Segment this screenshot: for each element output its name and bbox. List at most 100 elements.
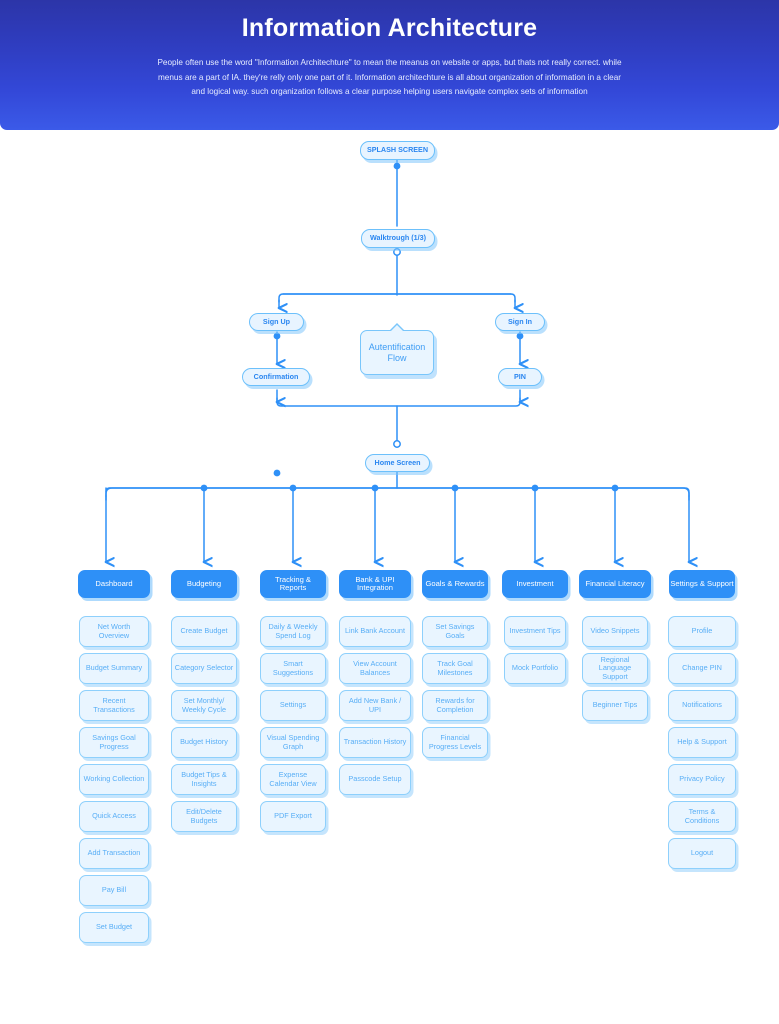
category-label: Dashboard [95, 578, 133, 588]
leaf-label: Add Transaction [87, 848, 141, 858]
leaf-set-savings-goals[interactable]: Set Savings Goals [422, 616, 488, 647]
leaf-label: Help & Support [677, 737, 727, 747]
node-label: Confirmation [253, 371, 299, 381]
node-label: PIN [514, 371, 526, 381]
leaf-label: Working Collection [83, 774, 145, 784]
node-pin[interactable]: PIN [498, 368, 542, 386]
leaf-label: Privacy Policy [679, 774, 725, 784]
leaf-pdf-export[interactable]: PDF Export [260, 801, 326, 832]
leaf-label: Add New Bank / UPI [348, 696, 402, 714]
leaf-expense-calendar-view[interactable]: Expense Calendar View [260, 764, 326, 795]
node-authentication-flow[interactable]: Autentification Flow [360, 325, 434, 375]
leaf-add-transaction[interactable]: Add Transaction [79, 838, 149, 869]
leaf-recent-transactions[interactable]: Recent Transactions [79, 690, 149, 721]
leaf-savings-goal-progress[interactable]: Savings Goal Progress [79, 727, 149, 758]
leaf-label: Financial Progress Levels [428, 733, 482, 751]
leaf-net-worth-overview[interactable]: Net Worth Overview [79, 616, 149, 647]
leaf-terms-conditions[interactable]: Terms & Conditions [668, 801, 736, 832]
category-financial-literacy[interactable]: Financial Literacy [579, 570, 651, 598]
leaf-label: Quick Access [92, 811, 136, 821]
category-label: Goals & Rewards [425, 578, 485, 588]
leaf-notifications[interactable]: Notifications [668, 690, 736, 721]
node-sign-up[interactable]: Sign Up [249, 313, 304, 331]
leaf-label: Beginner Tips [592, 700, 638, 710]
leaf-label: PDF Export [274, 811, 312, 821]
node-splash-screen[interactable]: SPLASH SCREEN [360, 141, 435, 160]
leaf-profile[interactable]: Profile [668, 616, 736, 647]
category-bank-upi-integration[interactable]: Bank & UPI Integration [339, 570, 411, 598]
leaf-beginner-tips[interactable]: Beginner Tips [582, 690, 648, 721]
leaf-smart-suggestions[interactable]: Smart Suggestions [260, 653, 326, 684]
leaf-quick-access[interactable]: Quick Access [79, 801, 149, 832]
node-sign-in[interactable]: Sign In [495, 313, 545, 331]
leaf-visual-spending-graph[interactable]: Visual Spending Graph [260, 727, 326, 758]
leaf-category-selector[interactable]: Category Selector [171, 653, 237, 684]
leaf-investment-tips[interactable]: Investment Tips [504, 616, 566, 647]
leaf-label: Net Worth Overview [97, 622, 131, 640]
leaf-rewards-for-completion[interactable]: Rewards for Completion [422, 690, 488, 721]
leaf-passcode-setup[interactable]: Passcode Setup [339, 764, 411, 795]
leaf-label: Investment Tips [509, 626, 561, 636]
category-dashboard[interactable]: Dashboard [78, 570, 150, 598]
leaf-set-budget[interactable]: Set Budget [79, 912, 149, 943]
sticky-notch-icon [390, 325, 404, 332]
leaf-set-monthly-weekly-cycle[interactable]: Set Monthly/ Weekly Cycle [171, 690, 237, 721]
leaf-regional-language-support[interactable]: Regional Language Support [582, 653, 648, 684]
category-label: Bank & UPI Integration [355, 574, 395, 592]
leaf-pay-bill[interactable]: Pay Bill [79, 875, 149, 906]
leaf-edit-delete-budgets[interactable]: Edit/Delete Budgets [171, 801, 237, 832]
leaf-financial-progress-levels[interactable]: Financial Progress Levels [422, 727, 488, 758]
node-home-screen[interactable]: Home Screen [365, 454, 430, 472]
leaf-label: Smart Suggestions [272, 659, 314, 677]
leaf-add-new-bank-upi[interactable]: Add New Bank / UPI [339, 690, 411, 721]
leaf-label: Regional Language Support [598, 655, 632, 681]
leaf-label: Mock Portfolio [511, 663, 559, 673]
leaf-label: Terms & Conditions [684, 807, 720, 825]
category-goals-rewards[interactable]: Goals & Rewards [422, 570, 488, 598]
leaf-label: Budget Summary [85, 663, 143, 673]
node-label: Sign Up [262, 316, 291, 326]
category-label: Settings & Support [670, 578, 734, 588]
leaf-label: Set Monthly/ Weekly Cycle [181, 696, 227, 714]
leaf-budget-history[interactable]: Budget History [171, 727, 237, 758]
leaf-budget-summary[interactable]: Budget Summary [79, 653, 149, 684]
category-settings-support[interactable]: Settings & Support [669, 570, 735, 598]
leaf-label: Change PIN [682, 663, 722, 673]
leaf-daily-weekly-spend-log[interactable]: Daily & Weekly Spend Log [260, 616, 326, 647]
leaf-budget-tips-insights[interactable]: Budget Tips & Insights [171, 764, 237, 795]
leaf-label: Edit/Delete Budgets [186, 807, 222, 825]
leaf-view-account-balances[interactable]: View Account Balances [339, 653, 411, 684]
leaf-track-goal-milestones[interactable]: Track Goal Milestones [422, 653, 488, 684]
diagram-canvas: SPLASH SCREEN Walktrough (1/3) Sign Up S… [0, 130, 779, 1024]
leaf-logout[interactable]: Logout [668, 838, 736, 869]
leaf-label: Create Budget [180, 626, 228, 636]
leaf-privacy-policy[interactable]: Privacy Policy [668, 764, 736, 795]
leaf-label: Set Budget [95, 922, 133, 932]
node-confirmation[interactable]: Confirmation [242, 368, 310, 386]
leaf-label: Set Savings Goals [435, 622, 475, 640]
category-tracking-reports[interactable]: Tracking & Reports [260, 570, 326, 598]
leaf-working-collection[interactable]: Working Collection [79, 764, 149, 795]
leaf-transaction-history[interactable]: Transaction History [339, 727, 411, 758]
leaf-link-bank-account[interactable]: Link Bank Account [339, 616, 411, 647]
leaf-label: Budget Tips & Insights [181, 770, 227, 788]
leaf-video-snippets[interactable]: Video Snippets [582, 616, 648, 647]
node-label: Home Screen [374, 457, 421, 467]
leaf-label: Profile [691, 626, 713, 636]
leaf-label: Video Snippets [590, 626, 640, 636]
node-label: SPLASH SCREEN [366, 145, 429, 155]
leaf-change-pin[interactable]: Change PIN [668, 653, 736, 684]
category-budgeting[interactable]: Budgeting [171, 570, 237, 598]
category-investment[interactable]: Investment [502, 570, 568, 598]
page-title: Information Architecture [241, 14, 538, 42]
leaf-help-support[interactable]: Help & Support [668, 727, 736, 758]
leaf-label: Link Bank Account [344, 626, 406, 636]
leaf-settings[interactable]: Settings [260, 690, 326, 721]
page-header: Information Architecture People often us… [0, 0, 779, 130]
node-label: Sign In [508, 316, 532, 326]
leaf-label: Track Goal Milestones [437, 659, 473, 677]
node-walkthrough[interactable]: Walktrough (1/3) [361, 229, 435, 248]
leaf-label: Budget History [180, 737, 228, 747]
leaf-mock-portfolio[interactable]: Mock Portfolio [504, 653, 566, 684]
leaf-create-budget[interactable]: Create Budget [171, 616, 237, 647]
